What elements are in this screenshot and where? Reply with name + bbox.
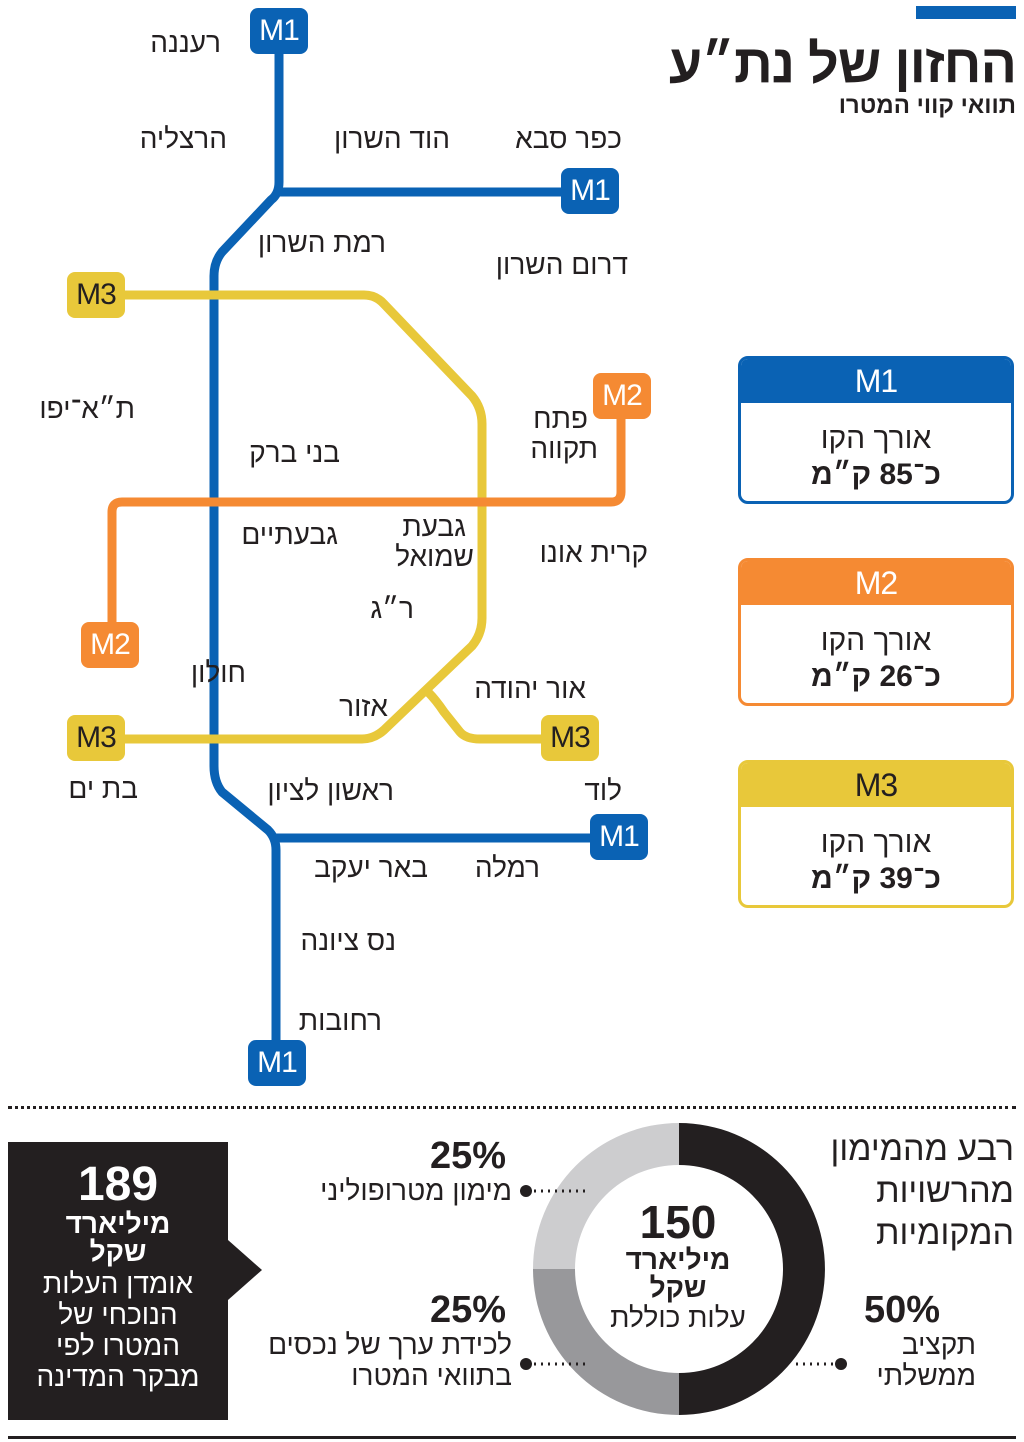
donut-total-unit-line1: מיליארד xyxy=(625,1244,731,1275)
donut-total-unit-line2: שקל xyxy=(649,1272,707,1303)
callout-pointer-arrow xyxy=(228,1240,262,1300)
funding-donut-chart xyxy=(533,1123,825,1415)
station-kfar-saba: כפר סבא xyxy=(515,123,622,154)
legend-card-m2: M2 אורך הקו כ־26 ק״מ xyxy=(738,558,1014,706)
m1-north-terminus-badge: M1 xyxy=(250,8,308,54)
callout-desc-line: אומדן העלות xyxy=(42,1268,194,1299)
callout-number: 189 xyxy=(77,1158,159,1211)
segment-government-label-line1: תקציב xyxy=(901,1329,976,1360)
local-funding-heading-line: מהרשויות xyxy=(876,1172,1014,1210)
station-ness-ziona: נס ציונה xyxy=(300,925,396,956)
m3-southwest-terminus-badge: M3 xyxy=(67,715,125,761)
m3-northwest-terminus-badge: M3 xyxy=(67,272,125,318)
station-petah-tikva-line1: פתח xyxy=(533,403,588,434)
leader-lines xyxy=(520,1185,847,1370)
m1-south-terminus-badge: M1 xyxy=(248,1040,306,1086)
donut-total-caption: עלות כוללת xyxy=(610,1302,746,1333)
station-bnei-brak: בני ברק xyxy=(249,437,340,468)
local-funding-heading-line: רבע מהמימון xyxy=(830,1130,1014,1168)
m3-southeast-terminus-badge: M3 xyxy=(541,715,599,761)
segment-metropolitan-label: מימון מטרופוליני xyxy=(320,1175,512,1206)
cost-estimate-callout: 189 מיליארד שקל אומדן העלות הנוכחי של המ… xyxy=(8,1142,228,1420)
legend-m3-header: M3 xyxy=(741,763,1011,807)
station-ramla: רמלה xyxy=(474,852,540,883)
station-darom-hasharon: דרום השרון xyxy=(495,249,628,280)
legend-m2-label: אורך הקו xyxy=(820,624,932,657)
legend-m3-length: כ־39 ק״מ xyxy=(811,862,941,895)
local-funding-heading: רבע מהמימון מהרשויות המקומיות xyxy=(831,1128,1014,1254)
station-raanana: רעננה xyxy=(150,27,221,58)
station-kiryat-ono: קרית אונו xyxy=(539,537,648,568)
station-or-yehuda: אור יהודה xyxy=(474,673,586,704)
donut-segment-government xyxy=(679,1123,825,1415)
segment-government-percent: 50% xyxy=(864,1289,941,1331)
donut-segment-value-capture xyxy=(533,1269,679,1415)
title-accent-bar xyxy=(916,6,1016,19)
callout-desc-line: המטרו לפי xyxy=(56,1330,180,1361)
segment-metropolitan-percent: 25% xyxy=(430,1135,507,1177)
section-divider xyxy=(8,1106,1016,1109)
legend-m1-label: אורך הקו xyxy=(820,422,932,455)
legend-m3-label: אורך הקו xyxy=(820,826,932,859)
leader-dot-metropolitan xyxy=(520,1185,532,1197)
legend-m2-header: M2 xyxy=(741,561,1011,605)
legend-card-m1: M1 אורך הקו כ־85 ק״מ xyxy=(738,356,1014,504)
station-ramat-gan: ר״ג xyxy=(370,593,414,624)
station-rehovot: רחובות xyxy=(298,1005,382,1036)
donut-center-label: 150 מיליארד שקל עלות כוללת xyxy=(588,1198,768,1334)
station-holon: חולון xyxy=(190,657,246,688)
callout-desc-line: מבקר המדינה xyxy=(36,1361,200,1392)
station-lod: לוד xyxy=(584,775,622,806)
station-givatayim: גבעתיים xyxy=(241,519,338,550)
m1-lod-terminus-badge: M1 xyxy=(590,814,648,860)
m2-line xyxy=(107,391,626,650)
station-hod-hasharon: הוד השרון xyxy=(333,123,450,154)
donut-total-number: 150 xyxy=(639,1196,717,1248)
donut-segment-metropolitan xyxy=(533,1123,679,1269)
page-title: החזון של נת״ע xyxy=(668,34,1017,94)
legend-m2-length: כ־26 ק״מ xyxy=(811,660,941,693)
station-tel-aviv-yafo: ת״א־יפו xyxy=(39,393,135,424)
segment-value-capture-label-line1: לכידת ערך של נכסים xyxy=(268,1329,512,1360)
leader-dot-value-capture xyxy=(520,1358,532,1370)
m1-kfar-saba-terminus-badge: M1 xyxy=(561,168,619,214)
segment-value-capture-percent: 25% xyxy=(430,1289,507,1331)
station-ramat-hasharon: רמת השרון xyxy=(257,227,386,258)
legend-m1-header: M1 xyxy=(741,359,1011,403)
m1-line xyxy=(209,35,625,1065)
station-azor: אזור xyxy=(339,691,388,722)
station-petah-tikva-line2: תקווה xyxy=(530,433,598,464)
legend-card-m3: M3 אורך הקו כ־39 ק״מ xyxy=(738,760,1014,908)
station-givat-shmuel-line2: שמואל xyxy=(395,541,474,572)
callout-unit-line2: שקל xyxy=(89,1236,147,1267)
callout-unit-line1: מיליארד xyxy=(65,1208,171,1239)
station-bat-yam: בת ים xyxy=(68,773,138,804)
bottom-rule xyxy=(8,1436,1016,1439)
legend-m1-length: כ־85 ק״מ xyxy=(811,458,941,491)
metro-map-lines xyxy=(91,35,626,1065)
callout-desc-line: הנוכחי של xyxy=(58,1299,178,1330)
m2-east-terminus-badge: M2 xyxy=(593,373,651,419)
station-givat-shmuel-line1: גבעת xyxy=(402,511,466,542)
station-herzliya: הרצליה xyxy=(139,123,227,154)
station-beer-yaakov: באר יעקב xyxy=(314,852,428,883)
segment-government-label-line2: ממשלתי xyxy=(876,1360,976,1391)
m3-line xyxy=(91,290,575,744)
leader-dot-government xyxy=(835,1358,847,1370)
station-rishon-lezion: ראשון לציון xyxy=(267,775,394,806)
page-subtitle: תוואי קווי המטרו xyxy=(838,92,1016,119)
segment-value-capture-label-line2: בתוואי המטרו xyxy=(351,1360,512,1391)
m2-west-terminus-badge: M2 xyxy=(81,622,139,668)
local-funding-heading-line: המקומיות xyxy=(876,1214,1014,1252)
